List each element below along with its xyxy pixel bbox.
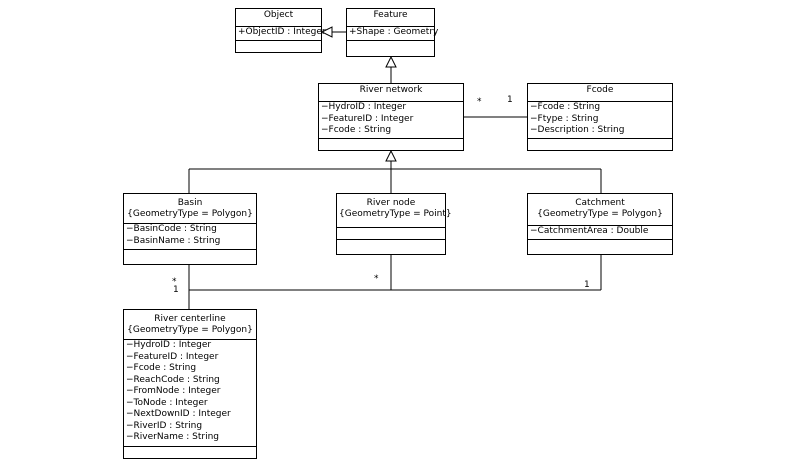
- generalization-arrow-object: [320, 26, 333, 38]
- multiplicity-basin-star: *: [172, 277, 177, 287]
- generalization-arrow-feature: [385, 55, 397, 68]
- generalization-arrow-network: [385, 149, 397, 162]
- class-name: Basin: [177, 198, 203, 208]
- class-river-node: River node {GeometryType = Point}: [336, 193, 452, 255]
- attribute: −NextDownID : Integer: [126, 409, 231, 419]
- attribute: −Fcode : String: [126, 363, 197, 373]
- attribute-list: −BasinCode : String −BasinName : String: [124, 224, 256, 250]
- class-name: River centerline: [154, 314, 226, 324]
- class-object: Object +ObjectID : Integer: [235, 8, 326, 53]
- class-basin: Basin {GeometryType = Polygon} −BasinCod…: [123, 193, 257, 265]
- attribute: −RiverID : String: [126, 420, 203, 431]
- attribute-list: −HydroID : Integer −FeatureID : Integer …: [124, 340, 256, 447]
- attribute: −Fcode : String: [530, 102, 601, 112]
- attribute-list: [337, 228, 445, 240]
- attribute: −Description : String: [530, 125, 625, 135]
- attribute: −ToNode : Integer: [126, 397, 208, 408]
- class-fcode: Fcode −Fcode : String −Ftype : String −D…: [527, 83, 673, 151]
- multiplicity-catchment-one: 1: [584, 280, 590, 290]
- attribute: −Fcode : String: [321, 125, 392, 135]
- attribute-list: +Shape : Geometry: [347, 27, 439, 41]
- attribute: −ReachCode : String: [126, 374, 220, 385]
- class-name: Fcode: [586, 85, 614, 95]
- class-feature: Feature +Shape : Geometry: [346, 8, 439, 57]
- class-river-centerline: River centerline {GeometryType = Polygon…: [123, 309, 257, 459]
- attribute: −FeatureID : Integer: [126, 351, 219, 362]
- attribute: +ObjectID : Integer: [238, 27, 326, 37]
- attribute: −Ftype : String: [530, 113, 599, 124]
- attribute: −FeatureID : Integer: [321, 113, 414, 124]
- attribute: −BasinName : String: [126, 235, 221, 246]
- class-catchment: Catchment {GeometryType = Polygon} −Catc…: [527, 193, 673, 255]
- attribute-list: −CatchmentArea : Double: [528, 226, 672, 240]
- class-name: Object: [263, 10, 294, 20]
- attribute-list: −HydroID : Integer −FeatureID : Integer …: [319, 102, 463, 139]
- attribute: −FromNode : Integer: [126, 386, 221, 396]
- attribute: −HydroID : Integer: [321, 102, 407, 112]
- attribute-list: −Fcode : String −Ftype : String −Descrip…: [528, 102, 672, 139]
- class-name: Feature: [373, 10, 408, 20]
- attribute: −HydroID : Integer: [126, 340, 212, 350]
- class-stereotype: {GeometryType = Polygon}: [127, 325, 253, 335]
- attribute: −BasinCode : String: [126, 224, 217, 234]
- attribute: −CatchmentArea : Double: [530, 226, 649, 236]
- attribute: −RiverName : String: [126, 432, 220, 442]
- multiplicity-network-side: *: [477, 97, 482, 107]
- class-name: River node: [366, 198, 416, 208]
- multiplicity-node-star: *: [374, 274, 379, 284]
- attribute-list: +ObjectID : Integer: [236, 27, 326, 41]
- class-name: Catchment: [575, 198, 625, 208]
- class-stereotype: {GeometryType = Point}: [339, 209, 452, 219]
- class-river-network: River network −HydroID : Integer −Featur…: [318, 83, 464, 151]
- class-stereotype: {GeometryType = Polygon}: [537, 209, 663, 219]
- attribute: +Shape : Geometry: [349, 27, 439, 37]
- class-name: River network: [359, 85, 423, 95]
- class-stereotype: {GeometryType = Polygon}: [127, 209, 253, 219]
- multiplicity-fcode-side: 1: [507, 95, 513, 105]
- multiplicity-basin-one: 1: [173, 285, 179, 295]
